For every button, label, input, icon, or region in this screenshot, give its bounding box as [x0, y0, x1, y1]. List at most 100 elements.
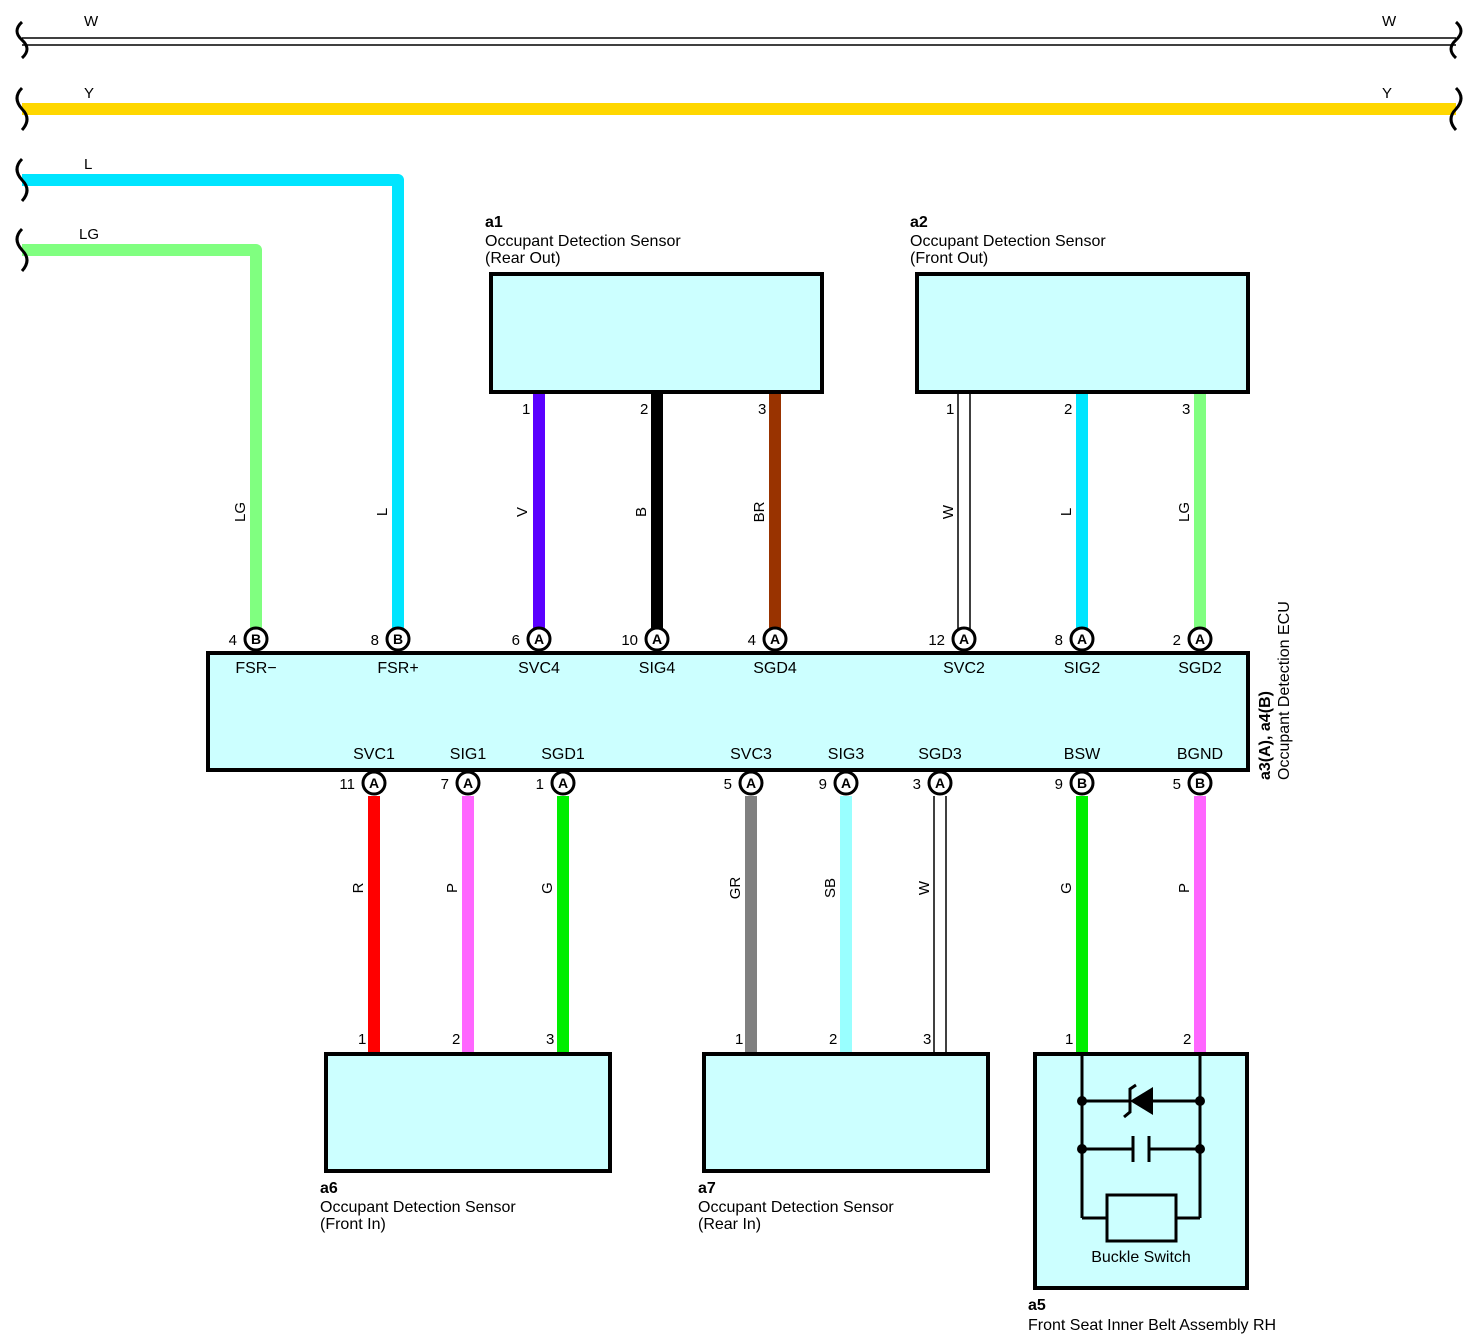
ecu-box: a3(A), a4(B) Occupant Detection ECU: [206, 601, 1293, 780]
connector-letter: A: [463, 775, 473, 791]
signal-bsw: BSW: [1064, 746, 1101, 763]
connector-letter: B: [393, 631, 403, 647]
connector-letter: A: [770, 631, 780, 647]
a2-pin-2: 2: [1064, 401, 1072, 418]
a1-pin-1: 1: [522, 401, 530, 418]
wire-code-g-sgd1: G: [539, 882, 556, 894]
a2-name: Occupant Detection Sensor: [910, 233, 1106, 250]
wire-code-lg-sgd2: LG: [1176, 502, 1193, 522]
connector-pin: A 11: [339, 770, 387, 796]
a6-pin-2: 2: [452, 1031, 460, 1048]
wire-code-p-bgnd: P: [1176, 883, 1193, 893]
buckle-switch-icon: [1105, 1193, 1178, 1243]
a2-pin-3: 3: [1182, 401, 1190, 418]
wire-code-p-sig1: P: [444, 883, 461, 893]
connector-letter: B: [1077, 775, 1087, 791]
connector-pin: A9: [819, 770, 859, 796]
wire-lg-label: LG: [79, 226, 99, 243]
a6-subname: (Front In): [320, 1216, 386, 1233]
a5-name: Front Seat Inner Belt Assembly RH: [1028, 1317, 1276, 1334]
upper-wire-labels: LG L V B BR W L LG: [232, 501, 1193, 522]
pin-number: 10: [621, 632, 638, 649]
break-mark-icon: [15, 157, 29, 203]
wire-code-l-sig2: L: [1058, 508, 1075, 516]
signal-sgd1: SGD1: [541, 746, 585, 763]
ecu-top-connectors: B4 B8 A6 A10 A4 A12 A8 A2: [229, 626, 1213, 652]
bus-w-label-left: W: [84, 13, 99, 30]
a2-id: a2: [910, 214, 928, 231]
zener-diode-icon: [1123, 1083, 1153, 1119]
ecu-id: a3(A), a4(B): [1257, 691, 1274, 780]
a1-subname: (Rear Out): [485, 250, 561, 267]
component-a5: 1 2 Buckle Switch: [1028, 1031, 1276, 1334]
a1-pin-2: 2: [640, 401, 648, 418]
connector-pin: A7: [441, 770, 481, 796]
pin-number: 9: [1055, 776, 1063, 793]
upper-wires: [533, 394, 1206, 640]
signal-sgd4: SGD4: [753, 660, 797, 677]
component-a2: a2 Occupant Detection Sensor (Front Out)…: [910, 214, 1250, 418]
bus-line-y: Y Y: [15, 85, 1463, 132]
wire-code-b: B: [633, 507, 650, 517]
wire-code-w-lower: W: [916, 880, 933, 895]
connector-pin: A3: [913, 770, 953, 796]
a6-name: Occupant Detection Sensor: [320, 1199, 516, 1216]
wire-code-lg-fsr: LG: [232, 502, 249, 522]
lower-wire-labels: R P G GR SB W G P: [350, 877, 1193, 900]
wire-lg-incoming: LG: [15, 226, 262, 640]
a7-id: a7: [698, 1180, 716, 1197]
signal-svc2: SVC2: [943, 660, 985, 677]
wire-code-gr: GR: [727, 877, 744, 900]
pin-number: 4: [229, 632, 237, 649]
lower-wires: [368, 796, 1206, 1054]
pin-number: 11: [339, 776, 355, 793]
connector-letter: A: [369, 775, 379, 791]
connector-letter: A: [652, 631, 662, 647]
connector-letter: A: [534, 631, 544, 647]
a5-pin-1: 1: [1065, 1031, 1073, 1048]
connector-pin: B5: [1173, 770, 1213, 796]
bus-line-w: W W: [15, 13, 1463, 60]
connector-pin: A4: [748, 626, 788, 652]
connector-letter: B: [1195, 775, 1205, 791]
wire-code-w-upper: W: [940, 504, 957, 519]
buckle-circuit: [1080, 1056, 1202, 1220]
pin-number: 7: [441, 776, 449, 793]
component-a7: 1 2 3 a7 Occupant Detection Sensor (Rear…: [698, 1031, 990, 1233]
pin-number: 2: [1173, 632, 1181, 649]
signal-sig3: SIG3: [828, 746, 865, 763]
pin-number: 4: [748, 632, 756, 649]
bus-y-label-left: Y: [84, 85, 94, 102]
pin-number: 1: [536, 776, 544, 793]
wire-code-v: V: [514, 507, 531, 517]
break-mark-icon: [1449, 20, 1463, 60]
signal-bgnd: BGND: [1177, 746, 1223, 763]
connector-pin: A1: [536, 770, 576, 796]
signal-sig1: SIG1: [450, 746, 487, 763]
signal-sgd3: SGD3: [918, 746, 962, 763]
connector-letter: A: [558, 775, 568, 791]
pin-number: 6: [512, 632, 520, 649]
bus-w-label-right: W: [1382, 13, 1397, 30]
wire-code-g-bsw: G: [1058, 882, 1075, 894]
break-mark-icon: [15, 20, 29, 60]
signal-svc4: SVC4: [518, 660, 560, 677]
connector-letter: A: [841, 775, 851, 791]
pin-number: 9: [819, 776, 827, 793]
a7-pin-2: 2: [829, 1031, 837, 1048]
a1-name: Occupant Detection Sensor: [485, 233, 681, 250]
pin-number: 5: [724, 776, 732, 793]
ecu-bottom-connectors: A11 A7 A1 A5 A9 A3 B9 B5: [339, 770, 1213, 796]
wire-l-label: L: [84, 156, 92, 173]
connector-pin: B4: [229, 626, 269, 652]
bus-y-label-right: Y: [1382, 85, 1392, 102]
connector-pin: A6: [512, 626, 552, 652]
connector-pin: A 10: [621, 626, 670, 652]
ecu-name: Occupant Detection ECU: [1276, 601, 1293, 780]
signal-sgd2: SGD2: [1178, 660, 1222, 677]
wire-code-r: R: [350, 882, 367, 893]
connector-pin: A5: [724, 770, 764, 796]
a6-pin-1: 1: [358, 1031, 366, 1048]
ecu-bottom-signals: SVC1 SIG1 SGD1 SVC3 SIG3 SGD3 BSW BGND: [353, 746, 1223, 763]
